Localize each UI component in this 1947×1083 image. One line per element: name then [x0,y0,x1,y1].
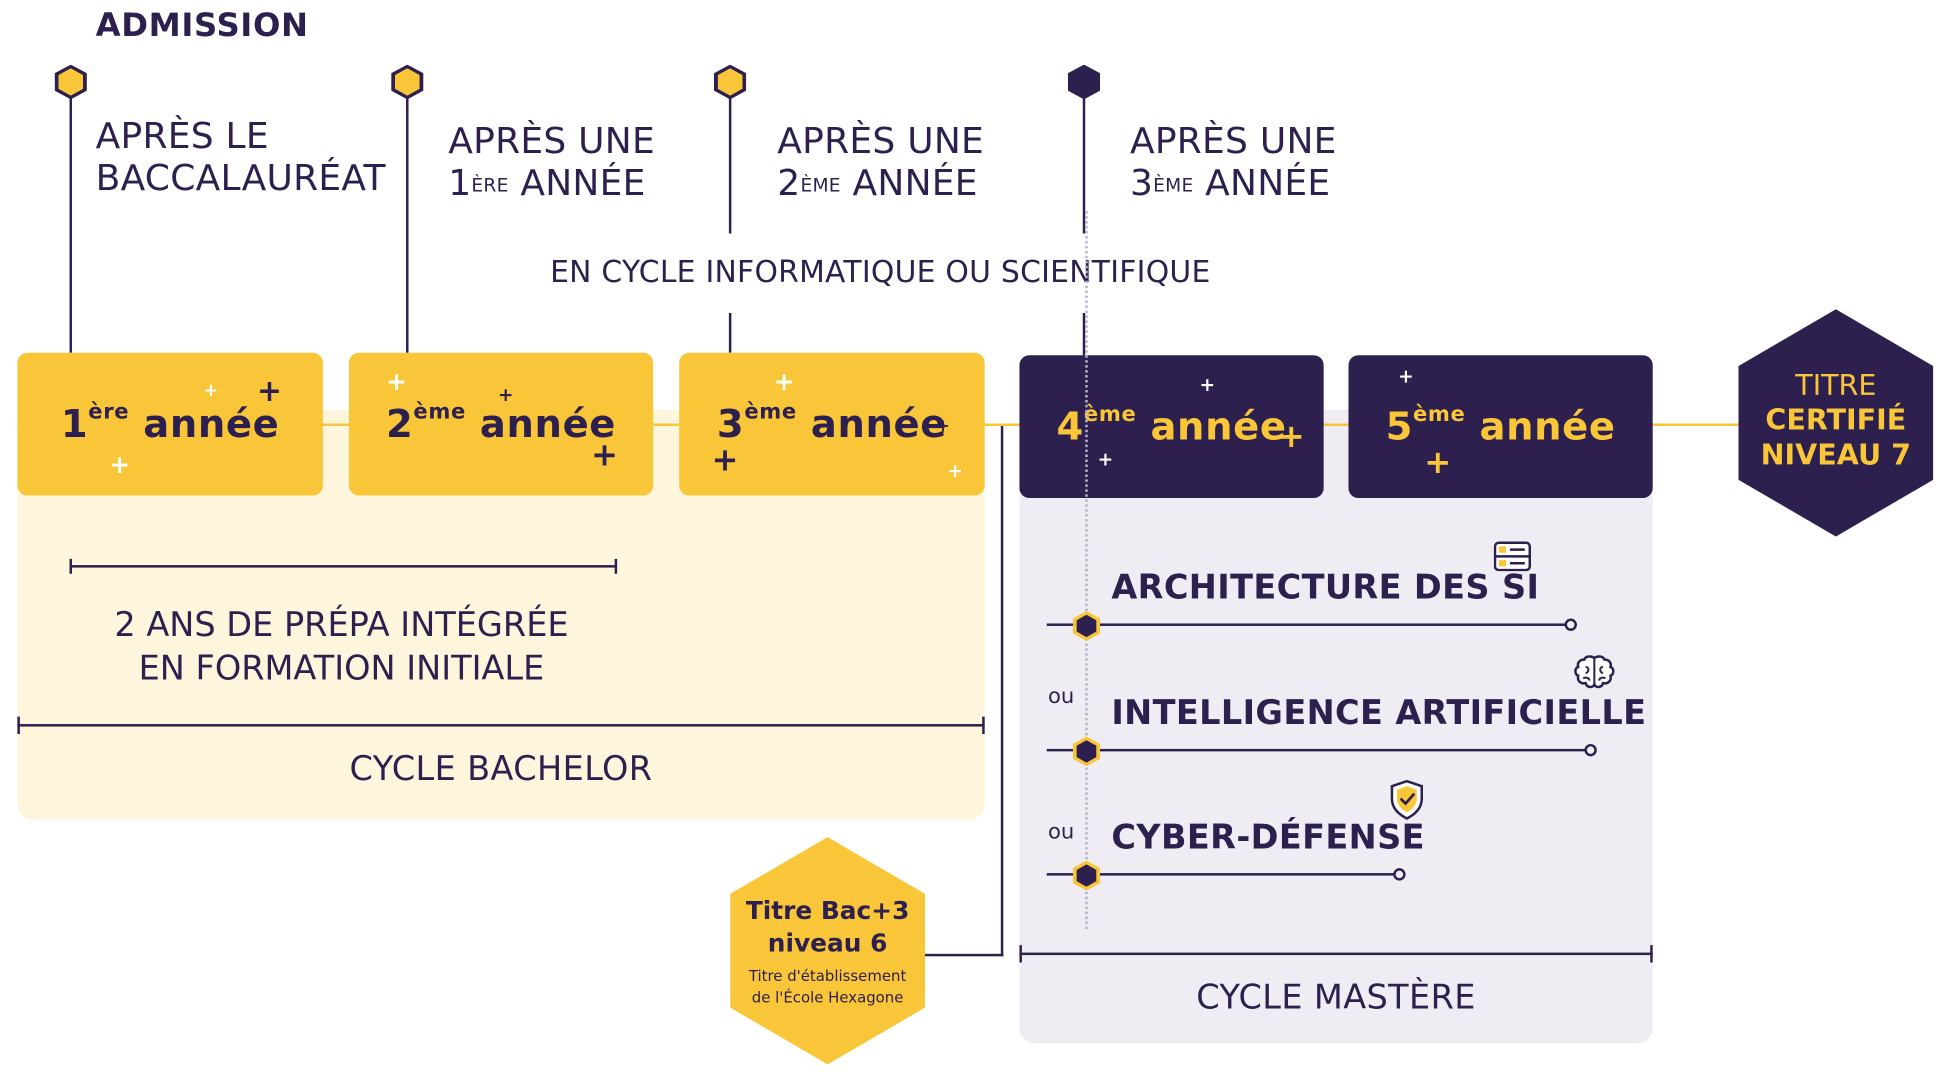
plus-icon: + [591,437,619,475]
cycle-note: EN CYCLE INFORMATIQUE OU SCIENTIFIQUE [550,254,1211,290]
title-badge-line3: NIVEAU 7 [1760,439,1912,472]
plus-icon: + [1097,448,1114,471]
plus-icon: + [257,373,283,409]
spec-line-end [1393,868,1406,881]
year-2-box: 2ème année + + + [348,352,654,496]
spec-cyber: CYBER-DÉFENSE [1111,818,1425,857]
pin-stem [1082,96,1086,234]
or-label: ou [1047,684,1075,710]
plus-icon: + [386,366,407,397]
bac3-badge-sub1: Titre d'établissement [748,967,907,985]
prepa-range-bar [69,565,618,568]
admission-pin-icon [713,64,747,100]
pin-stem [406,96,409,353]
spec-line-end [1564,618,1577,631]
admission-pin-icon [54,64,87,100]
plus-icon: + [203,381,219,402]
plus-icon: + [109,449,131,480]
bachelor-range-bar [17,724,985,727]
master-range-bar [1019,952,1653,956]
cycle-bachelor-label: CYCLE BACHELOR [349,750,653,789]
pin-stem [1082,312,1086,356]
admission-pin-icon [391,64,424,100]
spec-architecture: ARCHITECTURE DES SI [1111,568,1540,608]
year-label: 2ème année [385,399,617,448]
title-badge-line1: TITRE [1795,370,1877,403]
dotted-guide [1085,211,1088,929]
brain-icon [1574,655,1615,689]
admission-item: APRÈS UNE 1ÈRE ANNÉE [448,119,655,204]
admission-item: APRÈS UNE 2ÈME ANNÉE [777,119,985,204]
master-range-tick [1019,945,1022,963]
spec-line [1046,873,1397,876]
year-label: 4ème année [1056,402,1287,450]
server-icon [1493,541,1532,572]
pin-stem [728,312,732,353]
spec-line [1046,623,1569,626]
bac3-connector [923,953,1004,957]
plus-icon: + [1398,365,1414,388]
bac3-connector [1000,425,1004,957]
bac3-badge-line1: Titre Bac+3 [745,895,910,926]
spec-ia: INTELLIGENCE ARTIFICIELLE [1111,694,1647,733]
year-label: 1ère année [60,399,280,448]
prepa-range-tick [614,558,618,574]
year-label: 3ème année [716,399,947,448]
spec-line-end [1584,743,1597,757]
cycle-master-label: CYCLE MASTÈRE [1196,978,1476,1018]
prepa-range-tick [69,558,73,574]
title-badge-line2: CERTIFIÉ [1765,404,1907,438]
plus-icon: + [936,417,950,436]
title-badge: TITRE CERTIFIÉ NIVEAU 7 [1738,309,1934,537]
admission-title: ADMISSION [95,7,309,45]
bachelor-range-tick [17,716,20,735]
year-5-box: 5ème année + + [1348,355,1653,499]
year-1-box: 1ère année + + + [17,352,323,496]
master-panel [1019,409,1653,1044]
prepa-text: 2 ANS DE PRÉPA INTÉGRÉE EN FORMATION INI… [114,606,569,689]
year-4-box: 4ème année + + + [1019,355,1324,499]
master-range-tick [1650,945,1653,963]
bac3-badge-line2: niveau 6 [767,927,888,958]
bachelor-range-tick [982,716,985,735]
admission-pin-icon [1067,64,1101,100]
plus-icon: + [773,366,795,397]
plus-icon: + [1199,373,1216,397]
pin-stem [728,96,732,234]
admission-item: APRÈS UNE 3ÈME ANNÉE [1129,119,1337,204]
plus-icon: + [711,442,739,480]
or-label: ou [1047,819,1075,845]
pin-stem [69,96,73,353]
year-label: 5ème année [1385,402,1616,450]
plus-icon: + [947,459,964,482]
plus-icon: + [1277,418,1305,456]
shield-check-icon [1390,779,1423,820]
bac3-badge: Titre Bac+3 niveau 6 Titre d'établisseme… [730,837,926,1065]
year-3-box: 3ème année + + + + [679,352,985,496]
bac3-badge-sub2: de l'École Hexagone [751,988,904,1006]
admission-item: APRÈS LE BACCALAURÉAT [95,114,386,199]
plus-icon: + [497,383,514,407]
plus-icon: + [1424,444,1452,482]
spec-line [1046,748,1589,752]
